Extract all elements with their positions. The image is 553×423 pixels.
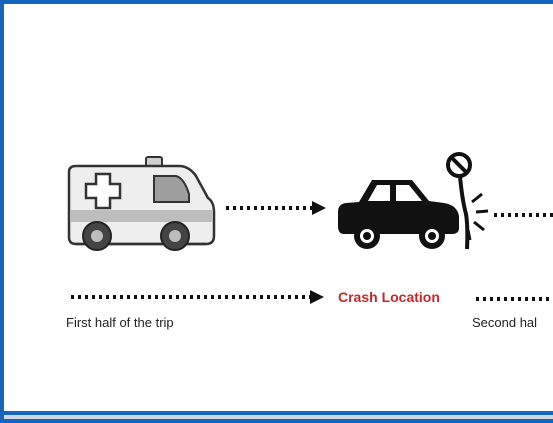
crashed-car-icon — [338, 180, 459, 249]
no-entry-sign-icon — [446, 152, 472, 250]
impact-burst-icon — [466, 192, 489, 241]
first-half-arrow — [71, 290, 324, 304]
dotted-arrow-to-car — [226, 201, 326, 215]
crash-location-label: Crash Location — [338, 289, 440, 305]
diagram-artwork — [67, 152, 553, 304]
ambulance-icon — [67, 156, 216, 251]
first-half-label: First half of the trip — [66, 315, 174, 330]
second-half-label: Second hal — [472, 315, 538, 330]
